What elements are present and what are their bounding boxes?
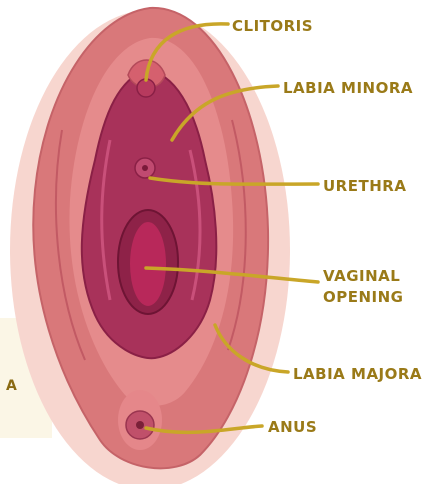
label-clitoris: CLITORIS: [232, 17, 313, 35]
vaginal-opening-shape: [130, 222, 166, 306]
label-urethra: URETHRA: [323, 177, 406, 195]
urethra-opening: [142, 165, 148, 171]
label-vaginal-opening-line1: VAGINAL: [323, 267, 400, 285]
label-anus: ANUS: [268, 418, 317, 436]
label-labia-minora: LABIA MINORA: [283, 79, 413, 97]
anus-center: [136, 421, 144, 429]
label-vaginal-opening-line2: OPENING: [323, 288, 404, 306]
label-labia-majora: LABIA MAJORA: [293, 365, 422, 383]
